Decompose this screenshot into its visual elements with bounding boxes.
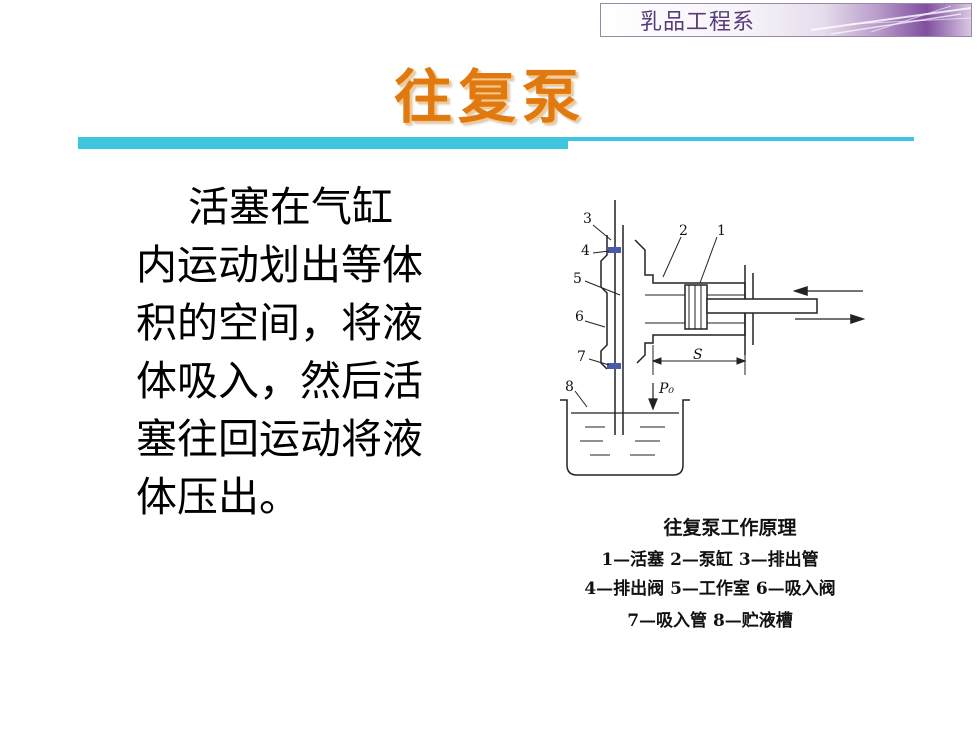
department-name: 乳品工程系 [640,10,756,35]
pump-diagram: 3 4 5 6 7 8 2 1 S P₀ [560,200,866,476]
title-rule-thin [568,137,914,141]
diagram-caption-line: 4—排出阀 5—工作室 6—吸入阀 [584,579,836,599]
label-4: 4 [581,243,590,259]
discharge-valve [607,247,621,253]
piston [684,284,818,330]
body-line: 内运动划出等体 [136,241,423,289]
diagram-caption-line: 7—吸入管 8—贮液槽 [627,611,793,631]
slide-title: 往复泵 [393,63,586,131]
pressure-arrow [648,383,658,411]
label-3: 3 [583,211,592,227]
label-7: 7 [577,349,586,365]
label-1: 1 [717,223,726,239]
suction-valve [607,363,621,369]
body-line: 活塞在气缸 [188,183,393,231]
header-banner [600,3,972,37]
body-text: 活塞在气缸 内运动划出等体 积的空间，将液 体吸入，然后活 塞往回运动将液 体压… [136,178,506,526]
label-5: 5 [573,271,582,287]
storage-tank [560,399,690,476]
diagram-caption-title: 往复泵工作原理 [663,517,797,539]
discharge-pipe [614,200,624,435]
decorative-streaks [811,5,971,35]
body-line: 体吸入，然后活 [136,357,423,405]
label-8: 8 [565,379,574,395]
label-2: 2 [679,223,688,239]
body-line: 积的空间，将液 [136,299,423,347]
label-6: 6 [575,309,584,325]
stroke-dimension [651,345,747,375]
title-rule-thick [78,137,568,149]
body-line: 体压出。 [136,473,300,521]
label-pressure: P₀ [658,381,674,397]
label-stroke: S [693,347,703,363]
motion-arrows [792,285,866,325]
body-line: 塞往回运动将液 [136,415,423,463]
diagram-caption-line: 1—活塞 2—泵缸 3—排出管 [601,550,819,570]
leader-lines [574,224,718,408]
